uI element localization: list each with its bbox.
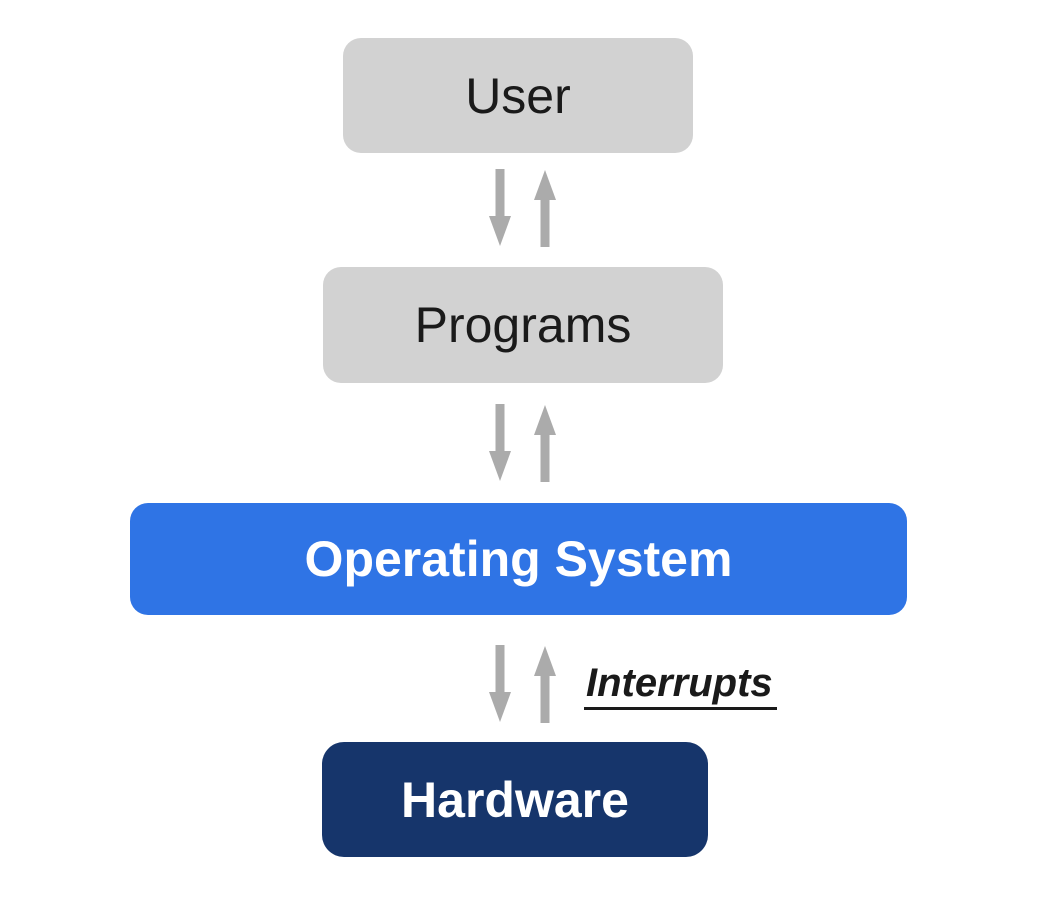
up-arrow-icon [534,405,556,482]
operating-system-box: Operating System [130,503,907,615]
arrows-programs-os [488,404,558,482]
up-arrow-icon [534,646,556,723]
arrows-user-programs [488,169,558,247]
down-arrow-icon [489,645,511,722]
down-arrow-icon [489,169,511,246]
hardware-box: Hardware [322,742,708,857]
operating-system-label: Operating System [304,531,733,587]
interrupts-label: Interrupts [584,663,777,710]
hardware-label: Hardware [401,771,629,828]
arrows-os-hardware [488,645,558,723]
user-box: User [343,38,693,153]
up-arrow-icon [534,170,556,247]
programs-label: Programs [414,297,632,353]
down-arrow-icon [489,404,511,481]
programs-box: Programs [323,267,723,383]
user-label: User [465,67,571,124]
